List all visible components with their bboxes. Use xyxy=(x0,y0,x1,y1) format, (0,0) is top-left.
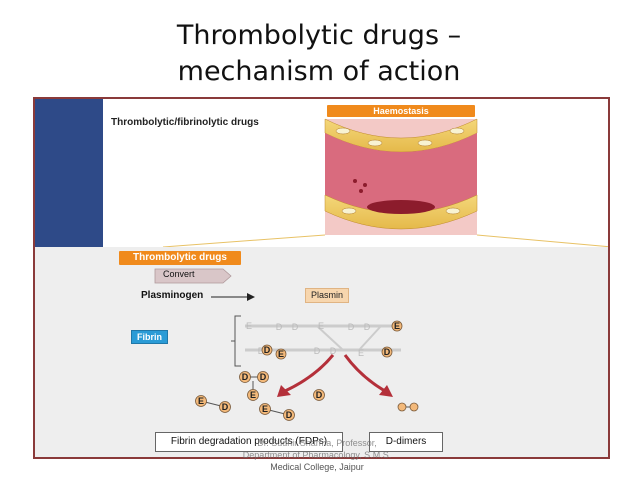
footer-line-1: Dr. Sudhir Sharma, Professor, xyxy=(257,438,377,448)
fibrin-node-e-4: E xyxy=(394,321,400,331)
fibrin-node-e-1: E xyxy=(246,321,252,331)
plasminogen-arrow xyxy=(211,293,255,301)
fibrin-fragments: E D D D E E D D xyxy=(195,371,325,421)
fibrin-node-d-2: D xyxy=(292,322,299,332)
fragment-e-1: E xyxy=(198,396,204,406)
blood-vessel-illustration xyxy=(162,118,608,247)
fragment-d-3: D xyxy=(260,372,267,382)
fragment-d-2: D xyxy=(242,372,249,382)
plasminogen-label: Plasminogen xyxy=(141,290,204,301)
degradation-arrows xyxy=(277,354,393,397)
mechanism-figure: Thrombolytic/fibrinolytic drugs xyxy=(33,97,610,459)
fibrin-node-e-5: E xyxy=(278,349,284,359)
convert-label: Convert xyxy=(163,269,195,279)
fibrin-node-d-8: D xyxy=(264,345,271,355)
fragment-e-2: E xyxy=(250,390,256,400)
fibrin-node-d-5: D xyxy=(258,346,265,356)
figure-heading: Thrombolytic/fibrinolytic drugs xyxy=(111,117,259,128)
fibrin-node-d-1: D xyxy=(276,322,283,332)
haemostasis-panel: Thrombolytic/fibrinolytic drugs xyxy=(103,99,608,247)
footer-line-3: Medical College, Jaipur xyxy=(270,462,364,472)
thrombolytic-drugs-tag: Thrombolytic drugs xyxy=(119,251,241,265)
slide-title-line-1: Thrombolytic drugs – xyxy=(176,20,462,51)
fibrin-node-d-6: D xyxy=(314,346,321,356)
d-dimer-icon xyxy=(397,402,419,412)
fibrin-node-e-2: E xyxy=(318,321,324,331)
fdp-box: Fibrin degradation products (FDPs) xyxy=(155,432,343,452)
fragment-e-3: E xyxy=(262,404,268,414)
d-dimers-box: D-dimers xyxy=(369,432,443,452)
fibrin-node-e-3: E xyxy=(358,348,364,358)
convert-arrow xyxy=(154,268,232,284)
fibrin-node-d-9: D xyxy=(384,347,391,357)
plasmin-box: Plasmin xyxy=(305,288,349,303)
fibrin-node-d-4: D xyxy=(364,322,371,332)
fibrin-node-d-7: D xyxy=(330,346,337,356)
fibrin-network-diagram: E D D E D D D D D E E E D D xyxy=(231,315,403,367)
author-footer: Dr. Sudhir Sharma, Professor, Department… xyxy=(222,437,412,473)
fibrin-label: Fibrin xyxy=(131,330,168,344)
thrombolysis-panel: Thrombolytic drugs Convert Plasminogen P… xyxy=(35,247,608,457)
fragment-d-4: D xyxy=(286,410,293,420)
fragment-d-5: D xyxy=(316,390,323,400)
fibrin-node-d-3: D xyxy=(348,322,355,332)
fragment-d-1: D xyxy=(222,402,229,412)
slide-title-line-2: mechanism of action xyxy=(177,56,461,87)
haemostasis-tag: Haemostasis xyxy=(327,105,475,117)
slide-title: Thrombolytic drugs – mechanism of action xyxy=(0,18,638,90)
footer-line-2: Department of Pharmacology, S.M.S. xyxy=(242,450,392,460)
